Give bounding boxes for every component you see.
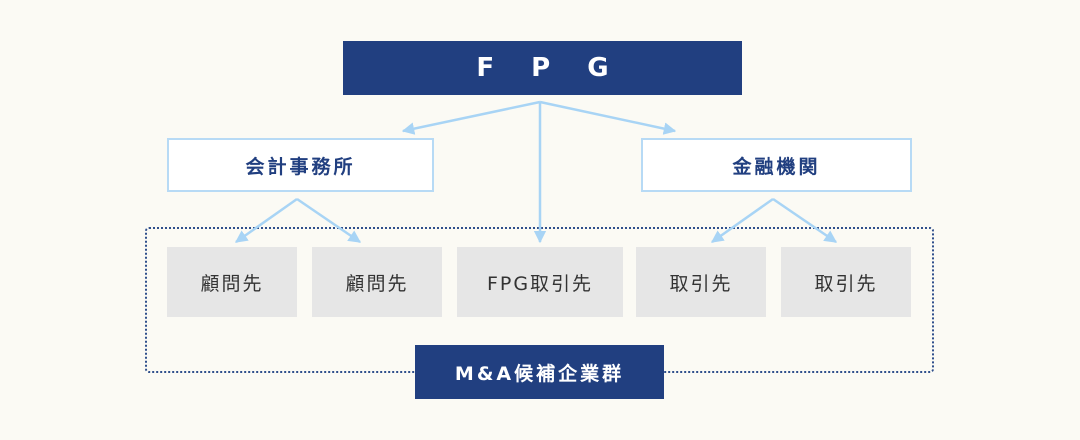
candidate-group-label: M&A候補企業群 <box>415 345 664 399</box>
leaf-advisory-client-1: 顧問先 <box>167 247 297 317</box>
leaf-business-partner-1: 取引先 <box>636 247 766 317</box>
leaf-advisory-client-2: 顧問先 <box>312 247 442 317</box>
financial-institution-node: 金融機関 <box>641 138 912 192</box>
fpg-node-label: F P G <box>476 53 623 83</box>
arrow-bank-to-partner-1 <box>710 197 774 244</box>
accounting-firm-node: 会計事務所 <box>167 138 434 192</box>
arrow-accounting-to-client-2 <box>296 197 362 244</box>
financial-institution-label: 金融機関 <box>732 155 821 178</box>
arrow-accounting-to-client-1 <box>234 197 298 244</box>
leaf-label: 取引先 <box>814 272 878 295</box>
accounting-firm-label: 会計事務所 <box>245 155 356 178</box>
fpg-node: F P G <box>343 41 742 95</box>
arrow-fpg-to-bank <box>539 100 677 135</box>
leaf-label: 取引先 <box>669 272 733 295</box>
arrow-fpg-to-accounting <box>401 100 541 135</box>
candidate-group-label-text: M&A候補企業群 <box>454 362 625 385</box>
leaf-fpg-client: FPG取引先 <box>457 247 623 317</box>
leaf-business-partner-2: 取引先 <box>781 247 911 317</box>
leaf-label: 顧問先 <box>200 272 264 295</box>
leaf-label: FPG取引先 <box>486 272 594 295</box>
leaf-label: 顧問先 <box>345 272 409 295</box>
arrow-bank-to-partner-2 <box>772 197 838 244</box>
